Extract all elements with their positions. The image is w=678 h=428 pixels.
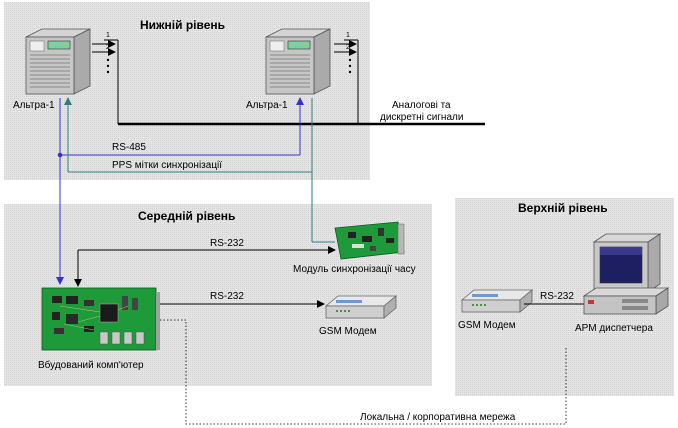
rs232-sync-link [74,246,336,287]
altra-left-label: Альтра-1 [13,100,55,111]
rs232-gsm-label: RS-232 [210,291,244,302]
altra-right-device [265,28,331,95]
dispatcher-workstation [582,233,670,315]
rs485-link [56,97,304,285]
altra-left-device [25,28,91,95]
rs232-sync-label: RS-232 [210,238,244,249]
channel-1-left: 1 [106,32,110,39]
pps-link [64,97,335,243]
analog-signals-label-line2: дискретні сигнали [380,112,463,123]
altra-left-inputs [92,39,119,124]
upper-level-title: Верхній рівень [518,201,608,215]
channel-2-left: 2 [106,44,110,51]
rs485-label: RS-485 [112,142,146,153]
channel-dots-left [106,58,110,74]
embedded-computer-board [41,287,160,351]
channel-1-right: 1 [346,32,350,39]
lower-level-title: Нижній рівень [140,18,225,32]
gsm-modem-middle [324,295,398,319]
gsm-modem-upper [460,289,534,313]
gsm-modem-middle-label: GSM Модем [319,326,377,337]
dispatcher-workstation-label: АРМ диспетчера [575,323,653,334]
altra-right-label: Альтра-1 [246,100,288,111]
altra-right-inputs [334,39,359,124]
lan-link [160,319,567,425]
pps-label: PPS мітки синхронізації [112,160,222,171]
channel-dots-right [348,58,352,74]
gsm-modem-upper-label: GSM Модем [458,320,516,331]
sync-module-label: Модуль синхронізації часу [293,264,416,275]
lan-label: Локальна / корпоративна мережа [360,412,516,423]
rs232-upper-label: RS-232 [540,291,574,302]
sync-module-board [334,221,405,260]
middle-level-title: Середній рівень [138,209,235,223]
embedded-computer-label: Вбудований комп'ютер [38,359,144,371]
channel-2-right: 2 [346,44,350,51]
analog-signals-label-line1: Аналогові та [392,100,451,111]
